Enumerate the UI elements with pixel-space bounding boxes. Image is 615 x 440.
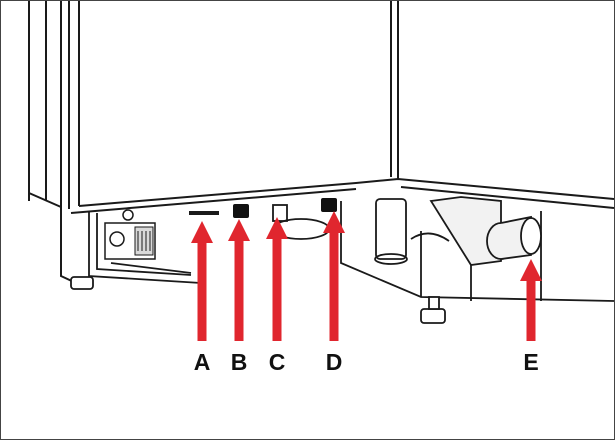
callout-label-c: C (268, 349, 286, 375)
up-arrow-icon-e (520, 259, 542, 341)
control-block (104, 209, 156, 260)
front-panel (68, 1, 614, 214)
callout-arrows (191, 211, 542, 341)
black-caps (189, 198, 337, 218)
up-arrow-icon-a (191, 221, 213, 341)
leveling-feet (70, 276, 446, 324)
up-arrow-icon-b (228, 219, 250, 341)
pump-assembly (272, 196, 542, 266)
up-arrow-icon-d (323, 211, 345, 341)
callout-label-d: D (325, 349, 343, 375)
callout-label-e: E (523, 349, 539, 375)
callout-label-a: A (193, 349, 211, 375)
callout-label-b: B (230, 349, 248, 375)
up-arrow-icon-c (266, 217, 288, 341)
